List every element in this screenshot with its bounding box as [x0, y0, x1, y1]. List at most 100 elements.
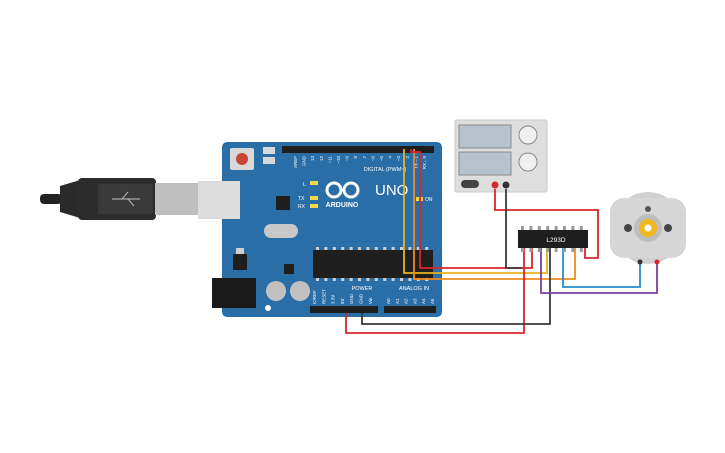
digital-pin-13: 2	[405, 156, 410, 159]
motor-terminal-2[interactable]	[654, 259, 660, 265]
power-pin-1: RESET	[321, 289, 326, 304]
mcu-pin	[374, 247, 378, 250]
red-logic-wire[interactable]	[410, 149, 533, 269]
on-led-label: ON	[425, 197, 433, 203]
digital-pin-6: ~9	[345, 156, 350, 162]
ic-pin	[579, 248, 583, 252]
power-switch[interactable]	[461, 180, 479, 188]
negative-terminal[interactable]	[502, 181, 510, 189]
mcu-pin	[358, 247, 361, 250]
orange-wire[interactable]	[413, 149, 576, 280]
ic-pin	[554, 226, 558, 230]
usb-chip	[276, 196, 290, 210]
mcu-pin	[341, 278, 345, 281]
analog-pin-3: A3	[412, 298, 417, 304]
digital-pin-5: ~10	[336, 156, 341, 164]
digital-pin-7: 8	[353, 156, 358, 159]
mcu-pin	[383, 247, 387, 250]
l293d-driver-chip[interactable]: L293D	[518, 226, 588, 252]
blue-motor-wire[interactable]	[562, 248, 641, 288]
ic-pin	[546, 248, 550, 252]
mcu-pin	[366, 278, 370, 281]
mcu-pin	[324, 278, 328, 281]
red-supply-wire[interactable]	[494, 189, 599, 259]
mcu-pin	[332, 247, 336, 250]
mcu-pin	[400, 247, 403, 250]
mcu-pin	[425, 247, 429, 250]
reset-button-cap	[236, 153, 248, 165]
ic-pin	[554, 248, 558, 252]
tx-led-label: TX	[298, 196, 305, 202]
l293d-label: L293D	[546, 237, 565, 244]
mcu-pin	[366, 247, 370, 250]
voltage-knob[interactable]	[518, 125, 538, 145]
voltage-display-1	[458, 124, 512, 149]
capacitor-2	[290, 281, 310, 301]
ic-pin	[563, 248, 566, 252]
power-pin-2: 3.3V	[331, 295, 336, 304]
analog-pin-2: A2	[404, 298, 409, 304]
l293d-pins	[521, 226, 583, 252]
brand-label: ARDUINO	[326, 202, 359, 209]
analog-pin-1: A1	[395, 298, 400, 304]
digital-pin-11: 4	[388, 156, 393, 159]
mcu-pin	[374, 278, 378, 281]
rx-led	[310, 204, 318, 208]
digital-pin-3: 12	[319, 156, 324, 162]
analog-header-label: ANALOG IN	[399, 286, 429, 292]
yellow-wire[interactable]	[403, 149, 548, 274]
digital-pin-8: 7	[362, 156, 367, 159]
black-gnd-wire[interactable]	[361, 248, 551, 325]
power-pin-4: GND	[349, 293, 354, 304]
mcu-pin	[349, 278, 353, 281]
power-jack	[212, 278, 256, 308]
digital-pin-9: ~6	[370, 156, 375, 162]
usb-metal-shell	[155, 183, 201, 215]
motor-terminal-1[interactable]	[637, 259, 643, 265]
digital-pin-2: 13	[310, 156, 315, 162]
current-knob[interactable]	[518, 152, 538, 172]
mcu-pin	[358, 278, 361, 281]
power-pin-5: GND	[359, 293, 364, 304]
l293d-body	[518, 230, 588, 248]
ic-pin	[521, 248, 524, 252]
digital-header	[282, 146, 434, 153]
mcu-pin	[391, 247, 395, 250]
mcu-pin	[383, 278, 387, 281]
digital-pin-12: ~3	[396, 156, 401, 162]
crystal	[264, 224, 298, 238]
mcu-pin	[408, 278, 412, 281]
purple-motor-wire[interactable]	[540, 248, 658, 294]
dc-motor[interactable]	[610, 192, 686, 265]
analog-pin-5: A5	[430, 298, 435, 304]
usb-icon	[112, 191, 140, 207]
digital-pin-0: AREF	[293, 156, 298, 168]
ic-pin	[529, 226, 533, 230]
black-supply-wire[interactable]	[505, 189, 522, 269]
voltage-display-2	[458, 151, 512, 176]
power-supply[interactable]	[454, 119, 548, 193]
mcu-pin	[316, 278, 319, 281]
mcu-pin	[408, 247, 412, 250]
digital-pin-1: GND	[302, 155, 307, 166]
mcu-pin	[341, 247, 345, 250]
positive-terminal[interactable]	[491, 181, 499, 189]
ic-pin	[546, 226, 550, 230]
ic-pin	[537, 248, 541, 252]
ic-pin	[571, 226, 575, 230]
mcu-pin	[316, 247, 319, 250]
ic-pin	[563, 226, 566, 230]
tx-led	[310, 196, 318, 200]
wires	[345, 149, 658, 334]
mcu-pin	[391, 278, 395, 281]
usb-cable-end	[40, 194, 62, 204]
ic-pin	[529, 248, 533, 252]
ic-pin	[579, 226, 583, 230]
power-pin-6: Vin	[368, 297, 373, 304]
mcu-pin	[400, 278, 403, 281]
red-5v-wire[interactable]	[345, 248, 525, 334]
digital-pin-14: TX→1	[413, 156, 418, 169]
